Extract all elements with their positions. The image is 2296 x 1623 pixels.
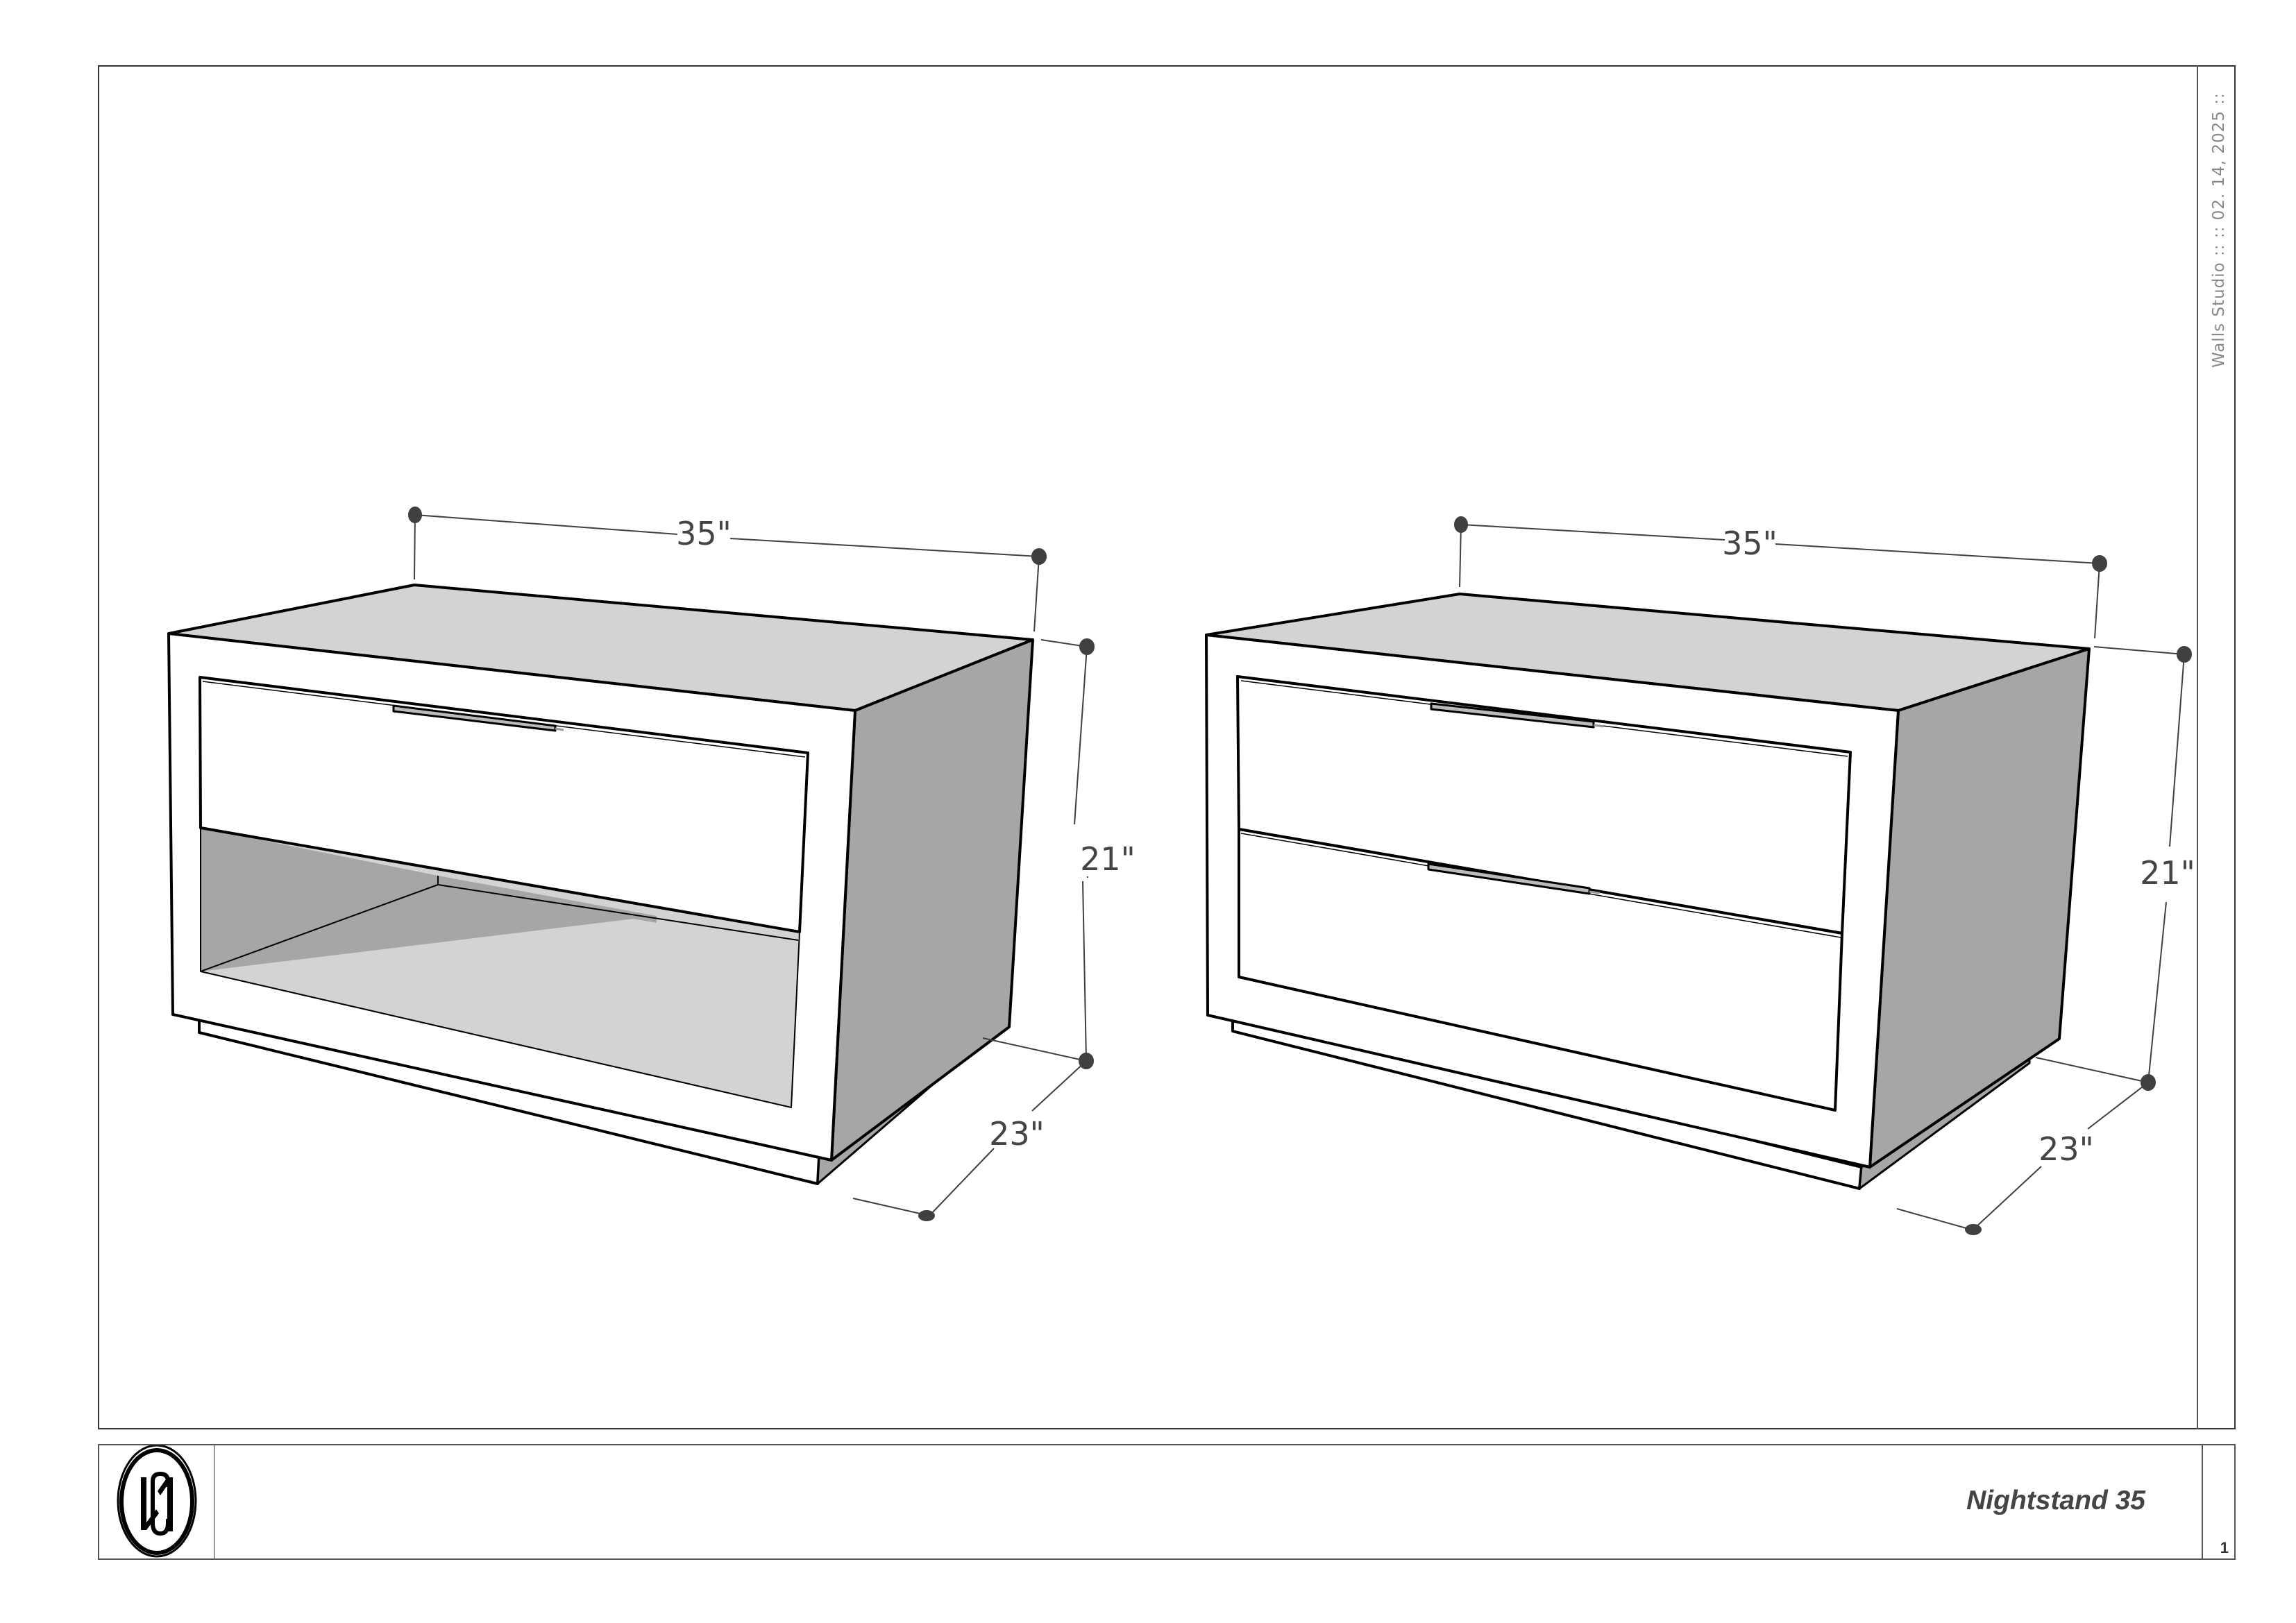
drawing-title: Nightstand 35 [1966, 1486, 2145, 1515]
shelf-cavity-shadow [201, 885, 657, 971]
shelf-cavity-back-wall [438, 876, 657, 923]
height-dimension-right: 21" [2140, 854, 2195, 892]
width-dimension-left: 35" [676, 515, 732, 552]
logo-cell [99, 1444, 215, 1558]
side-face [830, 638, 1034, 1162]
nightstand-two-drawer-view [1205, 593, 2091, 1190]
depth-dimension-left: 23" [989, 1115, 1045, 1153]
ws-monogram-logo-icon [117, 1444, 197, 1558]
dimensions-left [408, 507, 1095, 1221]
drawer-front[interactable] [199, 676, 809, 933]
shelf-cavity-left-wall [201, 828, 438, 971]
nightstand-open-shelf-view [167, 584, 1034, 1185]
drawer-bottom-handle[interactable] [1427, 863, 1591, 895]
drawer-handle[interactable] [392, 704, 557, 732]
page-number: 1 [2220, 1539, 2229, 1556]
dimensions-right [1454, 516, 2192, 1235]
page-number-cell: 1 [2202, 1445, 2234, 1558]
side-face [1868, 647, 2091, 1169]
title-block: Nightstand 35 1 [98, 1444, 2236, 1560]
height-dimension-left: 21" [1080, 840, 1136, 878]
width-dimension-right: 35" [1722, 525, 1778, 562]
drawer-top-handle[interactable] [1430, 702, 1595, 729]
side-label-strip [2197, 65, 2236, 1429]
depth-dimension-right: 23" [2038, 1130, 2094, 1168]
drawer-bottom-front[interactable] [1238, 828, 1843, 1112]
drawing-border [98, 65, 2236, 1429]
